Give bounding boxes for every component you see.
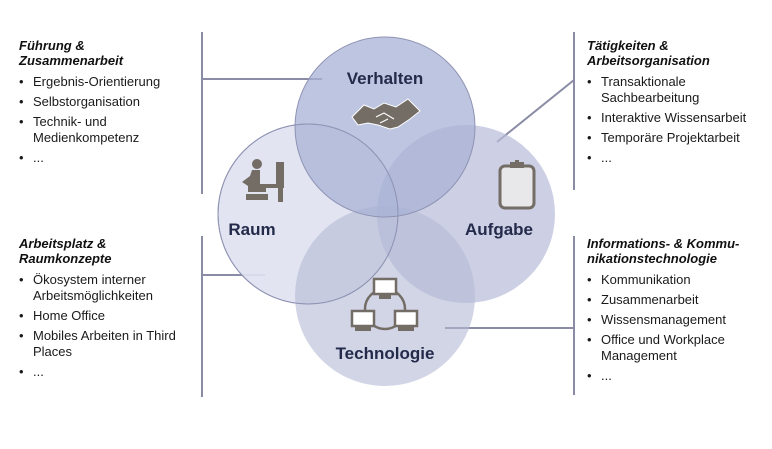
label-raum: Raum [228,220,275,239]
panel-title-line1: Arbeitsplatz & [19,236,107,251]
panel-title: Informations- & Kommu-nikationstechnolog… [587,236,772,266]
panel-list: Ökosystem interner Arbeitsmöglichkeiten … [19,272,199,380]
panel-arbeitsplatz-raumkonzepte: Arbeitsplatz &Raumkonzepte Ökosystem int… [19,236,199,384]
panel-title-line1: Führung & [19,38,85,53]
label-aufgabe: Aufgabe [465,220,533,239]
panel-title-line1: Tätigkeiten & [587,38,669,53]
connector-line-top-right [496,79,575,143]
list-item: ... [587,368,772,384]
panel-taetigkeiten-arbeitsorganisation: Tätigkeiten &Arbeitsorganisation Transak… [587,38,772,170]
list-item: ... [19,150,199,166]
panel-title-line1: Informations- & Kommu- [587,236,740,251]
panel-title: Arbeitsplatz &Raumkonzepte [19,236,199,266]
list-item: Home Office [19,308,199,324]
circles [217,36,555,386]
label-technologie: Technologie [336,344,435,363]
list-item: Temporäre Projektarbeit [587,130,772,146]
connectors [201,32,575,397]
handshake-icon [351,98,421,130]
list-item: Selbstorganisation [19,94,199,110]
list-item: Mobiles Arbeiten in Third Places [19,328,199,360]
panel-title-line2: Zusammenarbeit [19,53,124,68]
computer-right [393,309,419,331]
panel-title: Führung &Zusammenarbeit [19,38,199,68]
list-item: ... [19,364,199,380]
panel-iuk-technologie: Informations- & Kommu-nikationstechnolog… [587,236,772,388]
clipboard-icon [498,160,536,210]
panel-list: Transaktionale Sachbearbeitung Interakti… [587,74,772,166]
desk-worker-icon [242,159,284,202]
network-icon [350,277,419,331]
label-verhalten: Verhalten [347,69,424,88]
list-item: Wissensmanagement [587,312,772,328]
circle-raum-outline [217,123,399,305]
panel-fuehrung-zusammenarbeit: Führung &Zusammenarbeit Ergebnis-Orienti… [19,38,199,170]
panel-title: Tätigkeiten &Arbeitsorganisation [587,38,772,68]
list-item: Interaktive Wissensarbeit [587,110,772,126]
panel-title-line2: Raumkonzepte [19,251,112,266]
panel-list: Kommunikation Zusammenarbeit Wissensmana… [587,272,772,384]
list-item: Ergebnis-Orientierung [19,74,199,90]
panel-title-line2: nikationstechnologie [587,251,718,266]
computer-top [372,277,398,299]
list-item: ... [587,150,772,166]
list-item: Zusammenarbeit [587,292,772,308]
list-item: Ökosystem interner Arbeitsmöglichkeiten [19,272,199,304]
list-item: Technik- und Medienkompetenz [19,114,199,146]
computer-left [350,309,376,331]
panel-title-line2: Arbeitsorganisation [587,53,710,68]
list-item: Office und Workplace Management [587,332,772,364]
panel-list: Ergebnis-Orientierung Selbstorganisation… [19,74,199,166]
list-item: Kommunikation [587,272,772,288]
list-item: Transaktionale Sachbearbeitung [587,74,772,106]
